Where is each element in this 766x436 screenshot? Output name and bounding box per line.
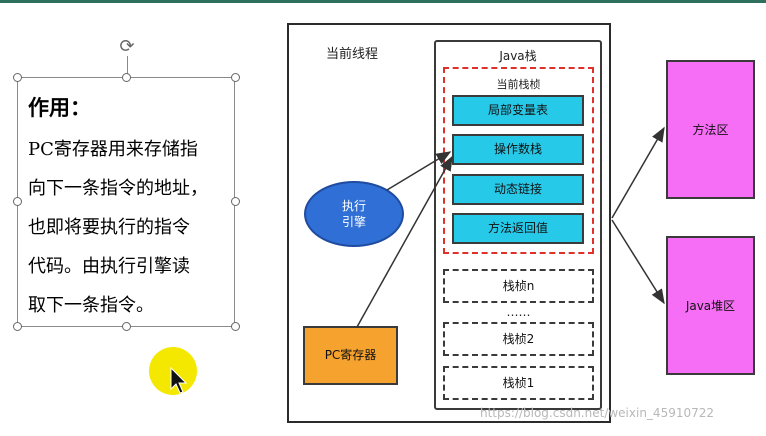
resize-handle-top-left[interactable] (13, 73, 22, 82)
slot-dynamic-linking: 动态链接 (452, 174, 584, 205)
arrow-stack-to-heap (611, 219, 665, 305)
frame-2: 栈桢2 (443, 322, 594, 356)
text-box-title[interactable]: 作用： (28, 96, 91, 120)
resize-handle-top-right[interactable] (231, 73, 240, 82)
slot-operand-stack: 操作数栈 (452, 134, 584, 165)
frame-ellipsis: …… (506, 305, 531, 319)
execution-engine-node: 执行 引擎 (304, 181, 404, 247)
resize-handle-bottom-left[interactable] (13, 322, 22, 331)
text-box-body[interactable]: PC寄存器用来存储指 向下一条指令的地址， 也即将要执行的指令 代码。由执行引擎… (28, 139, 208, 316)
method-area-label: 方法区 (692, 123, 729, 137)
arrow-stack-to-method-area (611, 126, 665, 219)
rotate-handle-icon[interactable]: ⟳ (119, 36, 135, 57)
pc-register-node: PC寄存器 (303, 326, 398, 385)
java-heap-label: Java堆区 (685, 299, 736, 313)
current-thread-label: 当前线程 (326, 47, 379, 62)
mouse-pointer-icon (170, 367, 188, 394)
java-stack-label: Java栈 (499, 49, 537, 63)
slot-return-address: 方法返回值 (452, 213, 584, 244)
resize-handle-top[interactable] (122, 73, 131, 82)
resize-handle-right[interactable] (231, 197, 240, 206)
rotate-handle-line (127, 56, 128, 76)
resize-handle-left[interactable] (13, 197, 22, 206)
current-frame-label: 当前栈桢 (496, 78, 541, 91)
slot-local-variables: 局部变量表 (452, 95, 584, 126)
frame-1: 栈桢1 (443, 366, 594, 400)
method-area-node: 方法区 (666, 60, 755, 199)
watermark-text: https://blog.csdn.net/weixin_45910722 (480, 406, 715, 420)
frame-n: 栈桢n (443, 269, 594, 303)
arrow-pc-to-operand-stack (356, 155, 453, 328)
top-accent-bar (0, 0, 766, 3)
java-heap-node: Java堆区 (666, 236, 755, 375)
resize-handle-bottom[interactable] (122, 322, 131, 331)
resize-handle-bottom-right[interactable] (231, 322, 240, 331)
arrow-engine-to-operand-stack (386, 151, 452, 191)
